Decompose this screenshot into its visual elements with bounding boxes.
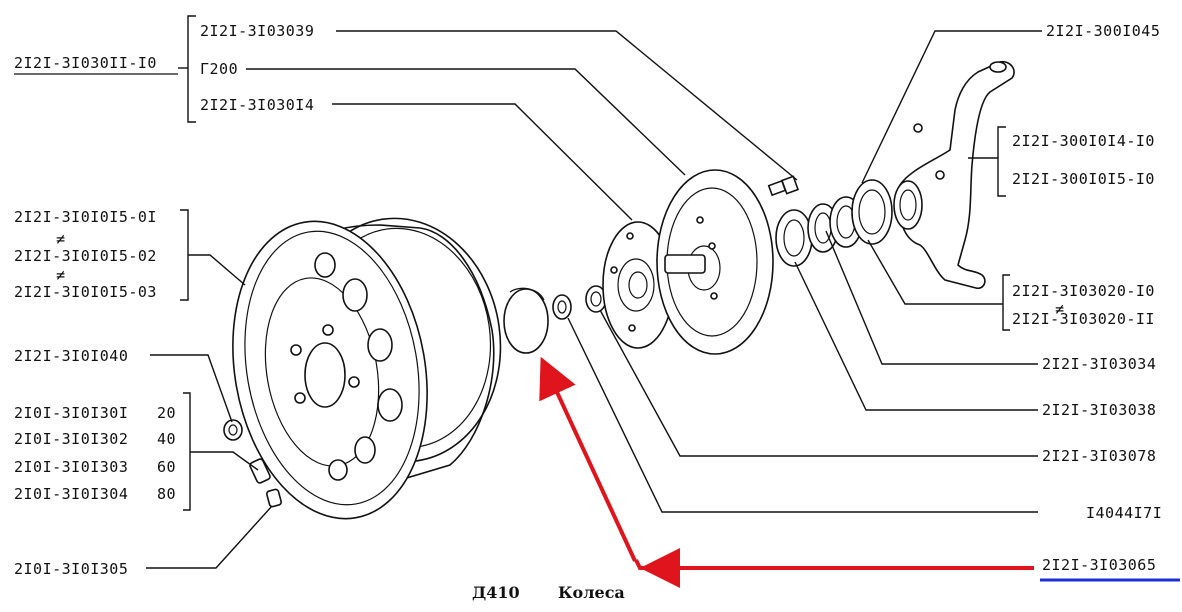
label-knuckle-2: 2I2I-300I0I5-I0: [1012, 170, 1155, 188]
figure-title: Колеса: [558, 583, 625, 602]
label-hub-2: 2I2I-3I03020-II: [1012, 310, 1155, 328]
brake-disc-drawing: [656, 169, 774, 355]
label-nut: 2I2I-3I0I040: [14, 347, 128, 365]
wheel-bolt-bottom-drawing: [266, 488, 282, 508]
wheel-rim-drawing: [232, 217, 502, 520]
wheel-bolt-drawing: [249, 458, 271, 484]
steering-knuckle-drawing: [893, 60, 1015, 290]
label-hub-1: 2I2I-3I03020-I0: [1012, 282, 1155, 300]
wheel-nut-drawing: [223, 419, 243, 441]
leader-lines: [146, 15, 1042, 569]
label-wheel-1: 2I2I-3I0I0I5-0I: [14, 208, 157, 226]
label-knuckle: 2I2I-300I045: [1046, 22, 1160, 40]
label-bolt-4: 2I0I-3I0I304: [14, 485, 128, 503]
label-r-3: 2I2I-3I03078: [1042, 447, 1156, 465]
hub-cap-drawing: [503, 287, 549, 354]
neq-mark-1: ≠: [56, 230, 66, 248]
label-bolt-2: 2I0I-3I0I302: [14, 430, 128, 448]
label-r-2: 2I2I-3I03038: [1042, 401, 1156, 419]
label-bolt-4-qty: 80: [157, 485, 176, 503]
bearing-rings-drawing: [775, 179, 893, 267]
label-bolt-3: 2I0I-3I0I303: [14, 458, 128, 476]
disc-bolt-drawing: [767, 175, 800, 197]
hub-drawing: [602, 221, 674, 349]
label-bolt-3-qty: 60: [157, 458, 176, 476]
label-r-1: 2I2I-3I03034: [1042, 355, 1156, 373]
highlight-arrow: [539, 356, 1034, 588]
label-bolt-1-qty: 20: [157, 404, 176, 422]
label-bracket-top-2: Г200: [200, 60, 238, 78]
label-r-4: I4044I7I: [1086, 504, 1162, 522]
label-wheel-3: 2I2I-3I0I0I5-03: [14, 283, 157, 301]
figure-code: Д410: [472, 583, 520, 602]
neq-mark-3: ≠: [1055, 300, 1065, 318]
label-assembly-main: 2I2I-3I030II-I0: [14, 54, 157, 72]
label-bolt-bottom: 2I0I-3I0I305: [14, 560, 128, 578]
label-bracket-top-3: 2I2I-3I030I4: [200, 96, 314, 114]
label-bracket-top-1: 2I2I-3I03039: [200, 22, 314, 40]
neq-mark-2: ≠: [56, 266, 66, 284]
label-knuckle-1: 2I2I-300I0I4-I0: [1012, 132, 1155, 150]
label-bolt-2-qty: 40: [157, 430, 176, 448]
label-bolt-1: 2I0I-3I0I30I: [14, 404, 128, 422]
label-wheel-2: 2I2I-3I0I0I5-02: [14, 247, 157, 265]
label-cap-highlighted: 2I2I-3I03065: [1042, 556, 1156, 574]
nut-drawing: [552, 294, 572, 320]
